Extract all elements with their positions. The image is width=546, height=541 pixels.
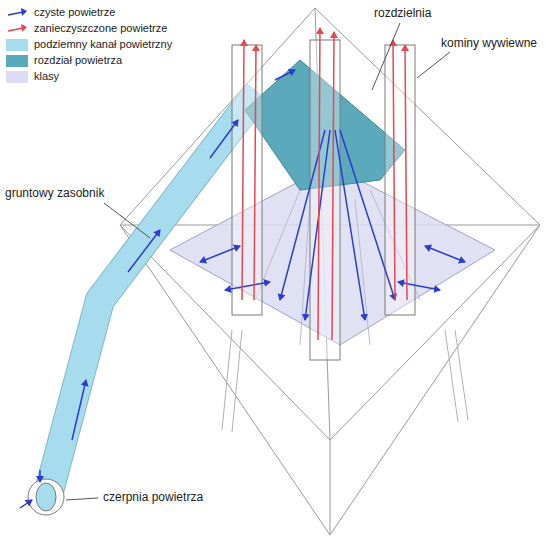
legend-swatch <box>6 55 28 67</box>
legend-text: rozdział powietrza <box>34 54 122 67</box>
legend-row: podziemny kanał powietrzny <box>6 38 172 51</box>
legend-swatch <box>6 71 28 83</box>
legend-swatch <box>6 39 28 51</box>
legend-text: podziemny kanał powietrzny <box>34 38 172 51</box>
air-intake-label: czerpnia powietrza <box>102 490 204 504</box>
legend-row: klasy <box>6 70 59 83</box>
legend-row: zanieczyszczone powietrze <box>6 22 167 35</box>
ground-storage-label: gruntowy zasobnik <box>4 186 105 200</box>
chimney-label: kominy wywiewne <box>440 36 538 50</box>
legend-arrow-sample <box>6 23 28 35</box>
legend-text: czyste powietrze <box>34 6 115 19</box>
legend-text: klasy <box>34 70 59 83</box>
legend-row: rozdział powietrza <box>6 54 122 67</box>
legend-row: czyste powietrze <box>6 6 115 19</box>
legend-text: zanieczyszczone powietrze <box>34 22 167 35</box>
legend-arrow-sample <box>6 7 28 19</box>
distributor-label: rozdzielnia <box>373 6 432 20</box>
